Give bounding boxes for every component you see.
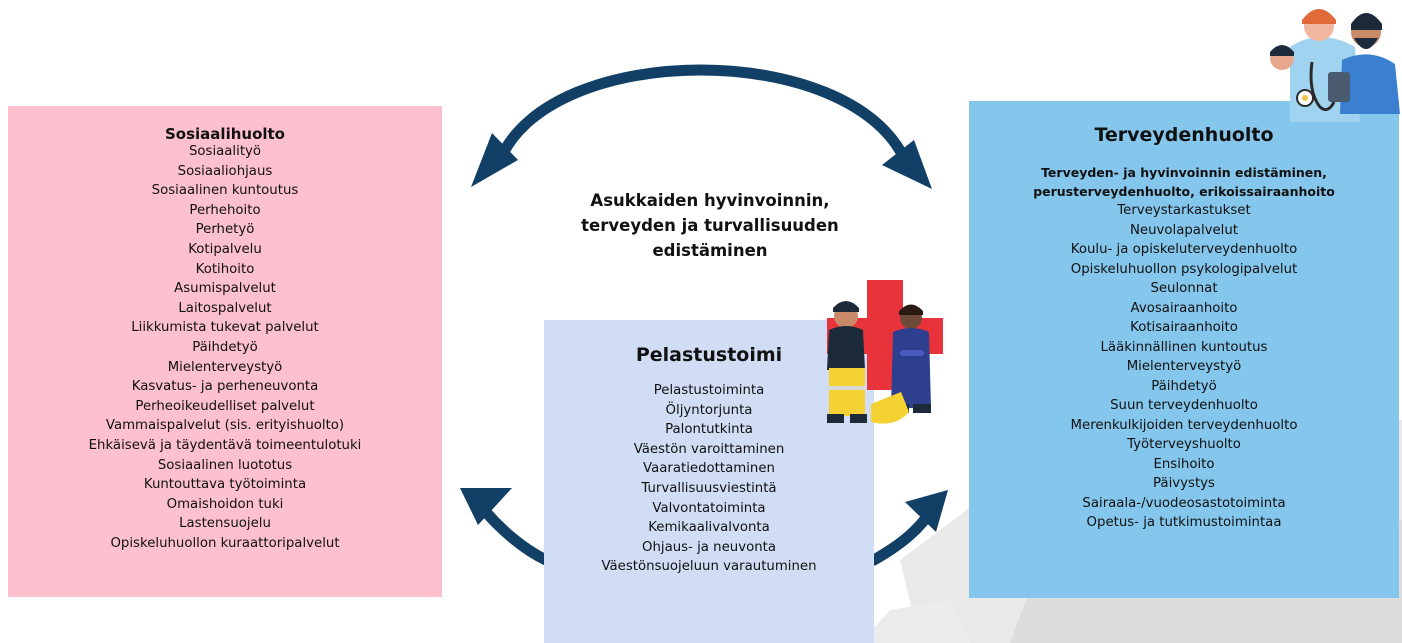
social-item: Päihdetyö bbox=[192, 339, 258, 355]
top-right-arrowhead bbox=[882, 140, 932, 189]
health-item: Mielenterveystyö bbox=[1126, 359, 1242, 374]
social-item: Sosiaalinen kuntoutus bbox=[151, 183, 299, 199]
center-line-1: Asukkaiden hyvinvoinnin, bbox=[590, 191, 830, 210]
social-item: Omaishoidon tuki bbox=[166, 496, 284, 512]
social-item: Lastensuojelu bbox=[179, 516, 271, 532]
rescue-item: Vaaratiedottaminen bbox=[643, 461, 775, 477]
health-item: Suun terveydenhuolto bbox=[1110, 398, 1258, 413]
health-item: Neuvolapalvelut bbox=[1129, 222, 1239, 238]
health-item: Päivystys bbox=[1153, 476, 1215, 491]
social-item: Asumispalvelut bbox=[174, 281, 276, 297]
health-item: Lääkinnällinen kuntoutus bbox=[1100, 339, 1268, 355]
health-item: Kotisairaanhoito bbox=[1130, 320, 1238, 335]
rescue-item: Pelastustoiminta bbox=[653, 383, 765, 398]
health-item: Opetus- ja tutkimustoimintaa bbox=[1086, 515, 1282, 530]
social-item: Sosiaaliohjaus bbox=[177, 163, 273, 179]
social-item: Laitospalvelut bbox=[178, 300, 272, 316]
top-arc-arrow bbox=[494, 64, 911, 166]
health-item: Avosairaanhoito bbox=[1130, 300, 1238, 316]
social-item: Perhetyö bbox=[195, 222, 255, 238]
health-item: Merenkulkijoiden terveydenhuolto bbox=[1070, 417, 1298, 433]
rescue-item: Ohjaus- ja neuvonta bbox=[641, 539, 776, 555]
health-subtitle-line-1: Terveyden- ja hyvinvoinnin edistäminen, bbox=[1041, 165, 1327, 180]
top-left-arrowhead bbox=[471, 133, 518, 187]
social-item: Ehkäisevä ja täydentävä toimeentulotuki bbox=[88, 437, 362, 453]
health-item: Terveystarkastukset bbox=[1117, 203, 1251, 218]
health-item: Päihdetyö bbox=[1151, 378, 1217, 394]
social-item: Sosiaalityö bbox=[188, 144, 262, 159]
rescue-workers-illustration bbox=[827, 280, 943, 424]
social-item: Kasvatus- ja perheneuvonta bbox=[131, 379, 319, 395]
bottom-right-arrowhead bbox=[905, 490, 948, 532]
center-statement: Asukkaiden hyvinvoinnin, terveyden ja tu… bbox=[530, 188, 890, 263]
rescue-item: Väestönsuojeluun varautuminen bbox=[601, 559, 817, 575]
rescue-item: Palontutkinta bbox=[665, 422, 753, 438]
center-line-2: terveyden ja turvallisuuden bbox=[581, 216, 839, 235]
social-item: Kotipalvelu bbox=[188, 241, 262, 257]
health-care-list: Terveystarkastukset Neuvolapalvelut Koul… bbox=[969, 201, 1399, 533]
health-care-subtitle: Terveyden- ja hyvinvoinnin edistäminen, … bbox=[969, 163, 1399, 201]
social-item: Perheoikeudelliset palvelut bbox=[135, 398, 315, 414]
social-item: Mielenterveystyö bbox=[167, 359, 283, 375]
social-item: Kuntouttava työtoiminta bbox=[143, 477, 307, 493]
social-services-title: Sosiaalihuolto bbox=[165, 125, 285, 143]
health-care-title: Terveydenhuolto bbox=[1094, 124, 1274, 146]
bottom-left-arc bbox=[474, 499, 552, 566]
social-item: Liikkumista tukevat palvelut bbox=[131, 320, 319, 336]
health-item: Sairaala-/vuodeosastotoiminta bbox=[1082, 495, 1286, 511]
rescue-item: Kemikaalivalvonta bbox=[648, 520, 770, 536]
center-line-3: edistäminen bbox=[652, 241, 768, 260]
social-services-list: Sosiaalityö Sosiaaliohjaus Sosiaalinen k… bbox=[8, 142, 442, 553]
doctor-patient-illustration bbox=[1270, 9, 1400, 122]
health-item: Opiskeluhuollon psykologipalvelut bbox=[1070, 261, 1298, 277]
rescue-services-list: Pelastustoiminta Öljyntorjunta Palontutk… bbox=[544, 381, 874, 577]
social-services-box: Sosiaalihuolto Sosiaalityö Sosiaaliohjau… bbox=[8, 106, 442, 597]
health-item: Koulu- ja opiskeluterveydenhuolto bbox=[1070, 242, 1298, 257]
social-item: Perhehoito bbox=[189, 202, 261, 218]
health-item: Työterveyshuolto bbox=[1127, 437, 1241, 452]
health-care-box: Terveydenhuolto Terveyden- ja hyvinvoinn… bbox=[969, 101, 1399, 598]
rescue-item: Öljyntorjunta bbox=[665, 402, 753, 418]
rescue-item: Valvontatoiminta bbox=[652, 500, 766, 516]
social-item: Vammaispalvelut (sis. erityishuolto) bbox=[105, 418, 345, 434]
rescue-services-box: Pelastustoimi Pelastustoiminta Öljyntorj… bbox=[544, 320, 874, 643]
social-item: Sosiaalinen luototus bbox=[157, 457, 293, 473]
health-subtitle-line-2: perusterveydenhuolto, erikoissairaanhoit… bbox=[1033, 184, 1335, 199]
health-item: Ensihoito bbox=[1153, 456, 1215, 472]
rescue-item: Väestön varoittaminen bbox=[633, 441, 785, 457]
social-item: Opiskeluhuollon kuraattoripalvelut bbox=[110, 535, 340, 551]
rescue-item: Turvallisuusviestintä bbox=[641, 480, 777, 496]
social-item: Kotihoito bbox=[195, 261, 255, 277]
bottom-left-arrowhead bbox=[460, 488, 512, 525]
health-item: Seulonnat bbox=[1150, 281, 1218, 296]
rescue-services-title: Pelastustoimi bbox=[635, 344, 783, 366]
